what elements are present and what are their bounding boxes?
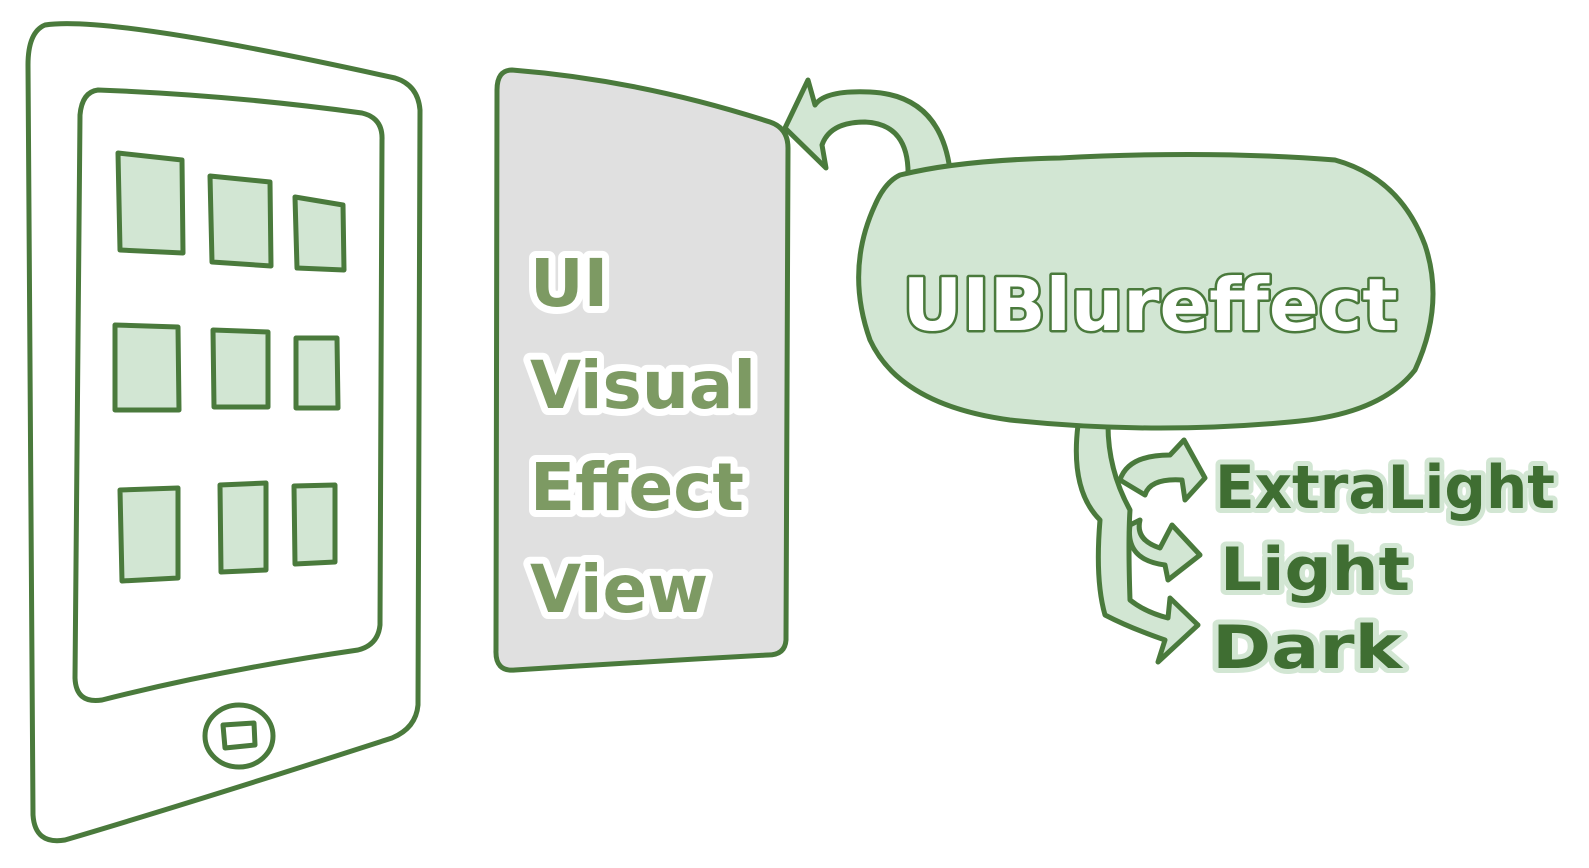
home-button-square xyxy=(220,720,258,751)
style-dark: Dark xyxy=(1212,613,1404,683)
branch-trunk xyxy=(1073,422,1201,665)
app-icon xyxy=(207,173,274,269)
app-icon xyxy=(117,485,181,584)
app-icon xyxy=(292,194,347,273)
blur-effect-blob xyxy=(856,151,1436,431)
blur-style-list: ExtraLight Light Dark xyxy=(1207,448,1560,688)
app-icon xyxy=(293,335,341,411)
app-icon xyxy=(115,150,186,256)
tablet-device-illustration xyxy=(25,21,423,844)
apply-arrow xyxy=(782,77,953,181)
visual-effect-view-rect xyxy=(493,67,791,673)
title-line-view: View xyxy=(530,551,708,628)
style-branch-arrows xyxy=(1073,422,1208,665)
app-icon xyxy=(210,327,271,410)
branch-arrow-extralight xyxy=(1117,437,1208,503)
blur-effect-node: UIBlureffect xyxy=(856,151,1436,431)
app-icon-grid xyxy=(112,150,347,584)
title-line-ui: UI xyxy=(530,245,608,322)
style-extralight: ExtraLight xyxy=(1215,453,1555,523)
blur-effect-label: UIBlureffect xyxy=(903,263,1398,347)
visual-effect-view-panel: UI Visual Effect View xyxy=(493,67,791,673)
title-line-effect: Effect xyxy=(530,449,744,526)
branch-arrow-light xyxy=(1126,517,1203,583)
style-light: Light xyxy=(1220,535,1410,605)
app-icon xyxy=(291,482,338,567)
title-line-visual: Visual xyxy=(530,347,756,424)
visual-effect-view-title: UI Visual Effect View xyxy=(523,238,763,635)
app-icon xyxy=(217,480,269,575)
app-icon xyxy=(112,322,182,413)
